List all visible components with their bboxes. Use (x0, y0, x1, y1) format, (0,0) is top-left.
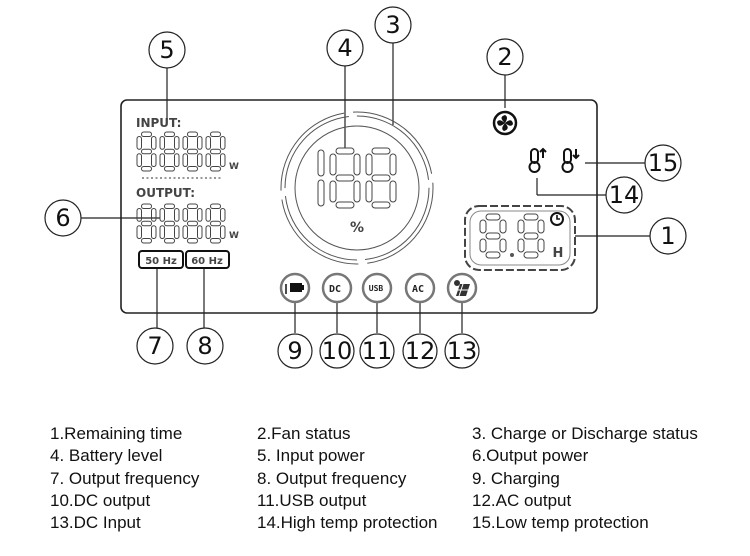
callout-4: 4 (326, 29, 364, 67)
callout-2: 2 (486, 38, 524, 76)
seven-segment-digit (136, 131, 157, 172)
svg-text:1: 1 (660, 222, 675, 250)
legend-item: 14.High temp protection (257, 513, 438, 533)
legend-item: 11.USB output (257, 490, 367, 510)
freq-60hz-indicator (185, 250, 230, 269)
svg-text:3: 3 (385, 11, 400, 39)
callout-10: 10 (319, 333, 355, 369)
callout-3: 3 (374, 6, 412, 44)
input-power-digits (136, 131, 226, 172)
seven-segment-digit (182, 131, 203, 172)
callout-6: 6 (44, 199, 82, 237)
percent-unit: % (350, 220, 364, 236)
freq-60hz-label: 60 Hz (191, 256, 223, 267)
svg-text:8: 8 (197, 332, 212, 360)
fan-icon (492, 110, 518, 136)
solar-panel-icon (446, 272, 478, 304)
remaining-time-frame (464, 205, 576, 271)
legend-item: 5. Input power (257, 446, 365, 466)
svg-text:12: 12 (405, 337, 436, 365)
dc-output-icon: DC (321, 272, 353, 304)
callout-5: 5 (148, 31, 186, 69)
svg-text:10: 10 (322, 337, 353, 365)
svg-text:2: 2 (497, 43, 512, 71)
legend-item: 15.Low temp protection (472, 513, 649, 533)
legend-item: 13.DC Input (50, 513, 141, 533)
seven-segment-digit (182, 203, 203, 244)
callout-1: 1 (649, 217, 687, 255)
legend-item: 6.Output power (472, 446, 589, 466)
svg-text:5: 5 (159, 36, 174, 64)
seven-segment-digit (136, 203, 157, 244)
clock-icon (550, 212, 564, 226)
legend-item: 12.AC output (472, 490, 572, 510)
legend-item: 7. Output frequency (50, 468, 200, 488)
output-label: OUTPUT: (136, 186, 195, 200)
remaining-time-frame-inner (469, 210, 571, 266)
svg-text:DC: DC (329, 284, 341, 295)
legend-item: 2.Fan status (257, 424, 351, 443)
seven-segment-digit (479, 213, 507, 259)
charging-icon (279, 272, 311, 304)
callout-14: 14 (605, 176, 643, 214)
legend-item: 8. Output frequency (257, 468, 407, 488)
svg-text:7: 7 (147, 332, 162, 360)
thermometer-up-icon (528, 147, 547, 173)
freq-50hz-label: 50 Hz (145, 256, 177, 267)
svg-text:11: 11 (362, 337, 393, 365)
seven-segment-digit (205, 131, 226, 172)
svg-text:USB: USB (369, 284, 384, 293)
seven-segment-digit (159, 203, 180, 244)
usb-output-icon: USB (361, 272, 393, 304)
svg-text:14: 14 (609, 181, 640, 209)
seven-segment-digit (159, 131, 180, 172)
hour-unit: H (553, 246, 564, 261)
battery-ring (280, 111, 434, 265)
legend-item: 10.DC output (50, 490, 151, 510)
callout-11: 11 (359, 333, 395, 369)
output-watt-unit: W (229, 231, 239, 241)
decimal-point (510, 253, 514, 257)
svg-text:4: 4 (337, 34, 352, 62)
svg-text:9: 9 (287, 337, 302, 365)
seven-segment-digit (517, 213, 545, 259)
svg-text:13: 13 (447, 337, 478, 365)
callout-8: 8 (186, 327, 224, 365)
seven-segment-digit (205, 203, 226, 244)
callout-13: 13 (444, 333, 480, 369)
svg-text:AC: AC (412, 284, 424, 295)
lcd-panel (120, 99, 598, 314)
seven-segment-digit (365, 147, 397, 209)
seven-segment-digit (329, 147, 361, 209)
svg-text:6: 6 (55, 204, 70, 232)
ac-output-icon: AC (404, 272, 436, 304)
legend-item: 4. Battery level (50, 446, 163, 466)
callout-12: 12 (402, 333, 438, 369)
remaining-time-digits (479, 213, 545, 259)
svg-text:15: 15 (648, 149, 679, 177)
battery-level-digits (317, 147, 397, 209)
thermometer-down-icon (561, 148, 580, 173)
input-watt-unit: W (229, 162, 239, 172)
leader-lines (81, 43, 650, 333)
callout-9: 9 (277, 333, 313, 369)
legend-item: 1.Remaining time (50, 424, 183, 443)
callout-15: 15 (644, 144, 682, 182)
callout-7: 7 (136, 327, 174, 365)
legend-item: 9. Charging (472, 468, 560, 488)
freq-50hz-indicator (138, 250, 184, 269)
input-label: INPUT: (136, 116, 181, 130)
output-power-digits (136, 203, 226, 244)
legend-item: 3. Charge or Discharge status (472, 424, 698, 443)
